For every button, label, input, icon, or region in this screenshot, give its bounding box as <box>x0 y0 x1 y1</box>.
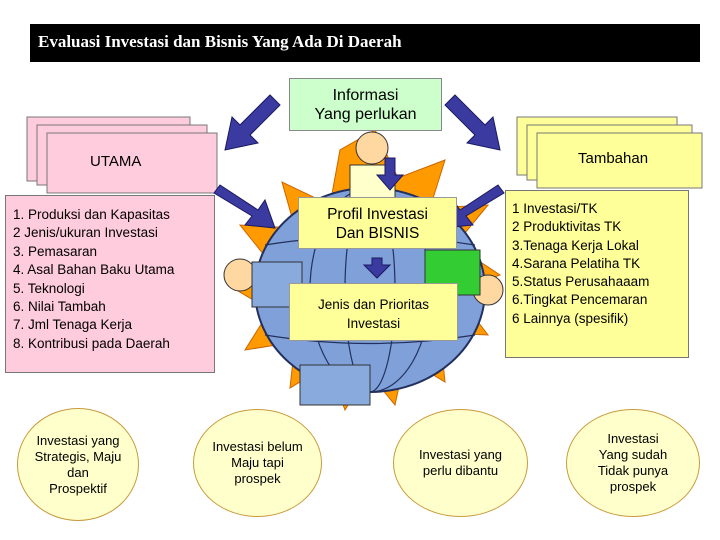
oval-line: Prospektif <box>49 480 107 496</box>
profil-line: Dan BISNIS <box>335 225 420 242</box>
info-box-line: Yang perlukan <box>314 106 417 123</box>
list-item: 8. Kontribusi pada Daerah <box>13 335 170 351</box>
jenis-box: Jenis dan Prioritas Investasi <box>289 283 458 341</box>
list-item: 4.Sarana Pelatiha TK <box>512 255 641 271</box>
info-box-line: Informasi <box>332 87 399 104</box>
category-oval-strategic: Investasi yang Strategis, Maju dan Prosp… <box>17 408 139 521</box>
list-item: 5. Teknologi <box>13 280 85 296</box>
category-oval-undeveloped: Investasi belum Maju tapi prospek <box>193 409 322 517</box>
category-oval-needs-help: Investasi yang perlu dibantu <box>393 409 528 517</box>
oval-line: Investasi belum <box>212 439 303 454</box>
page-title: Evaluasi Investasi dan Bisnis Yang Ada D… <box>30 24 700 62</box>
main-indicator-list: 1. Produksi dan Kapasitas 2 Jenis/ukuran… <box>5 195 215 373</box>
oval-line: prospek <box>609 479 657 494</box>
arrows <box>213 94 505 279</box>
extra-indicator-list: 1 Investasi/TK 2 Produktivitas TK 3.Tena… <box>505 190 689 358</box>
list-item: 6. Nilai Tambah <box>13 299 106 315</box>
jenis-line: Jenis dan Prioritas <box>317 297 430 312</box>
oval-line: prospek <box>234 471 281 486</box>
list-item: 2 Produktivitas TK <box>512 219 622 235</box>
list-item: 7. Jml Tenaga Kerja <box>13 317 133 333</box>
oval-line: perlu dibantu <box>422 463 499 478</box>
oval-line: Investasi yang <box>36 432 120 448</box>
oval-line: Yang sudah <box>598 447 668 462</box>
list-item: 4. Asal Bahan Baku Utama <box>13 262 175 278</box>
category-oval-no-prospect: Investasi Yang sudah Tidak punya prospek <box>566 409 700 517</box>
list-item: 1 Investasi/TK <box>512 201 598 216</box>
profil-box: Profil Investasi Dan BISNIS <box>298 197 457 249</box>
oval-line: Maju tapi <box>231 455 284 470</box>
oval-line: Investasi <box>607 431 659 446</box>
list-item: 3.Tenaga Kerja Lokal <box>512 237 639 253</box>
utama-label: UTAMA <box>90 153 142 170</box>
list-item: 6.Tingkat Pencemaran <box>512 292 648 308</box>
oval-line: Strategis, Maju <box>34 448 122 464</box>
oval-line: Investasi yang <box>418 447 503 462</box>
list-item: 1. Produksi dan Kapasitas <box>13 207 170 222</box>
oval-line: dan <box>67 464 89 480</box>
list-item: 3. Pemasaran <box>13 243 98 259</box>
profil-line: Profil Investasi <box>327 206 428 223</box>
jenis-line: Investasi <box>346 316 401 331</box>
list-item: 5.Status Perusahaaam <box>512 274 650 290</box>
list-item: 6 Lainnya (spesifik) <box>512 310 629 326</box>
info-box: Informasi Yang perlukan <box>289 78 442 131</box>
tambahan-label: Tambahan <box>578 150 649 167</box>
list-item: 2 Jenis/ukuran Investasi <box>13 225 158 241</box>
oval-line: Tidak punya <box>597 463 669 478</box>
